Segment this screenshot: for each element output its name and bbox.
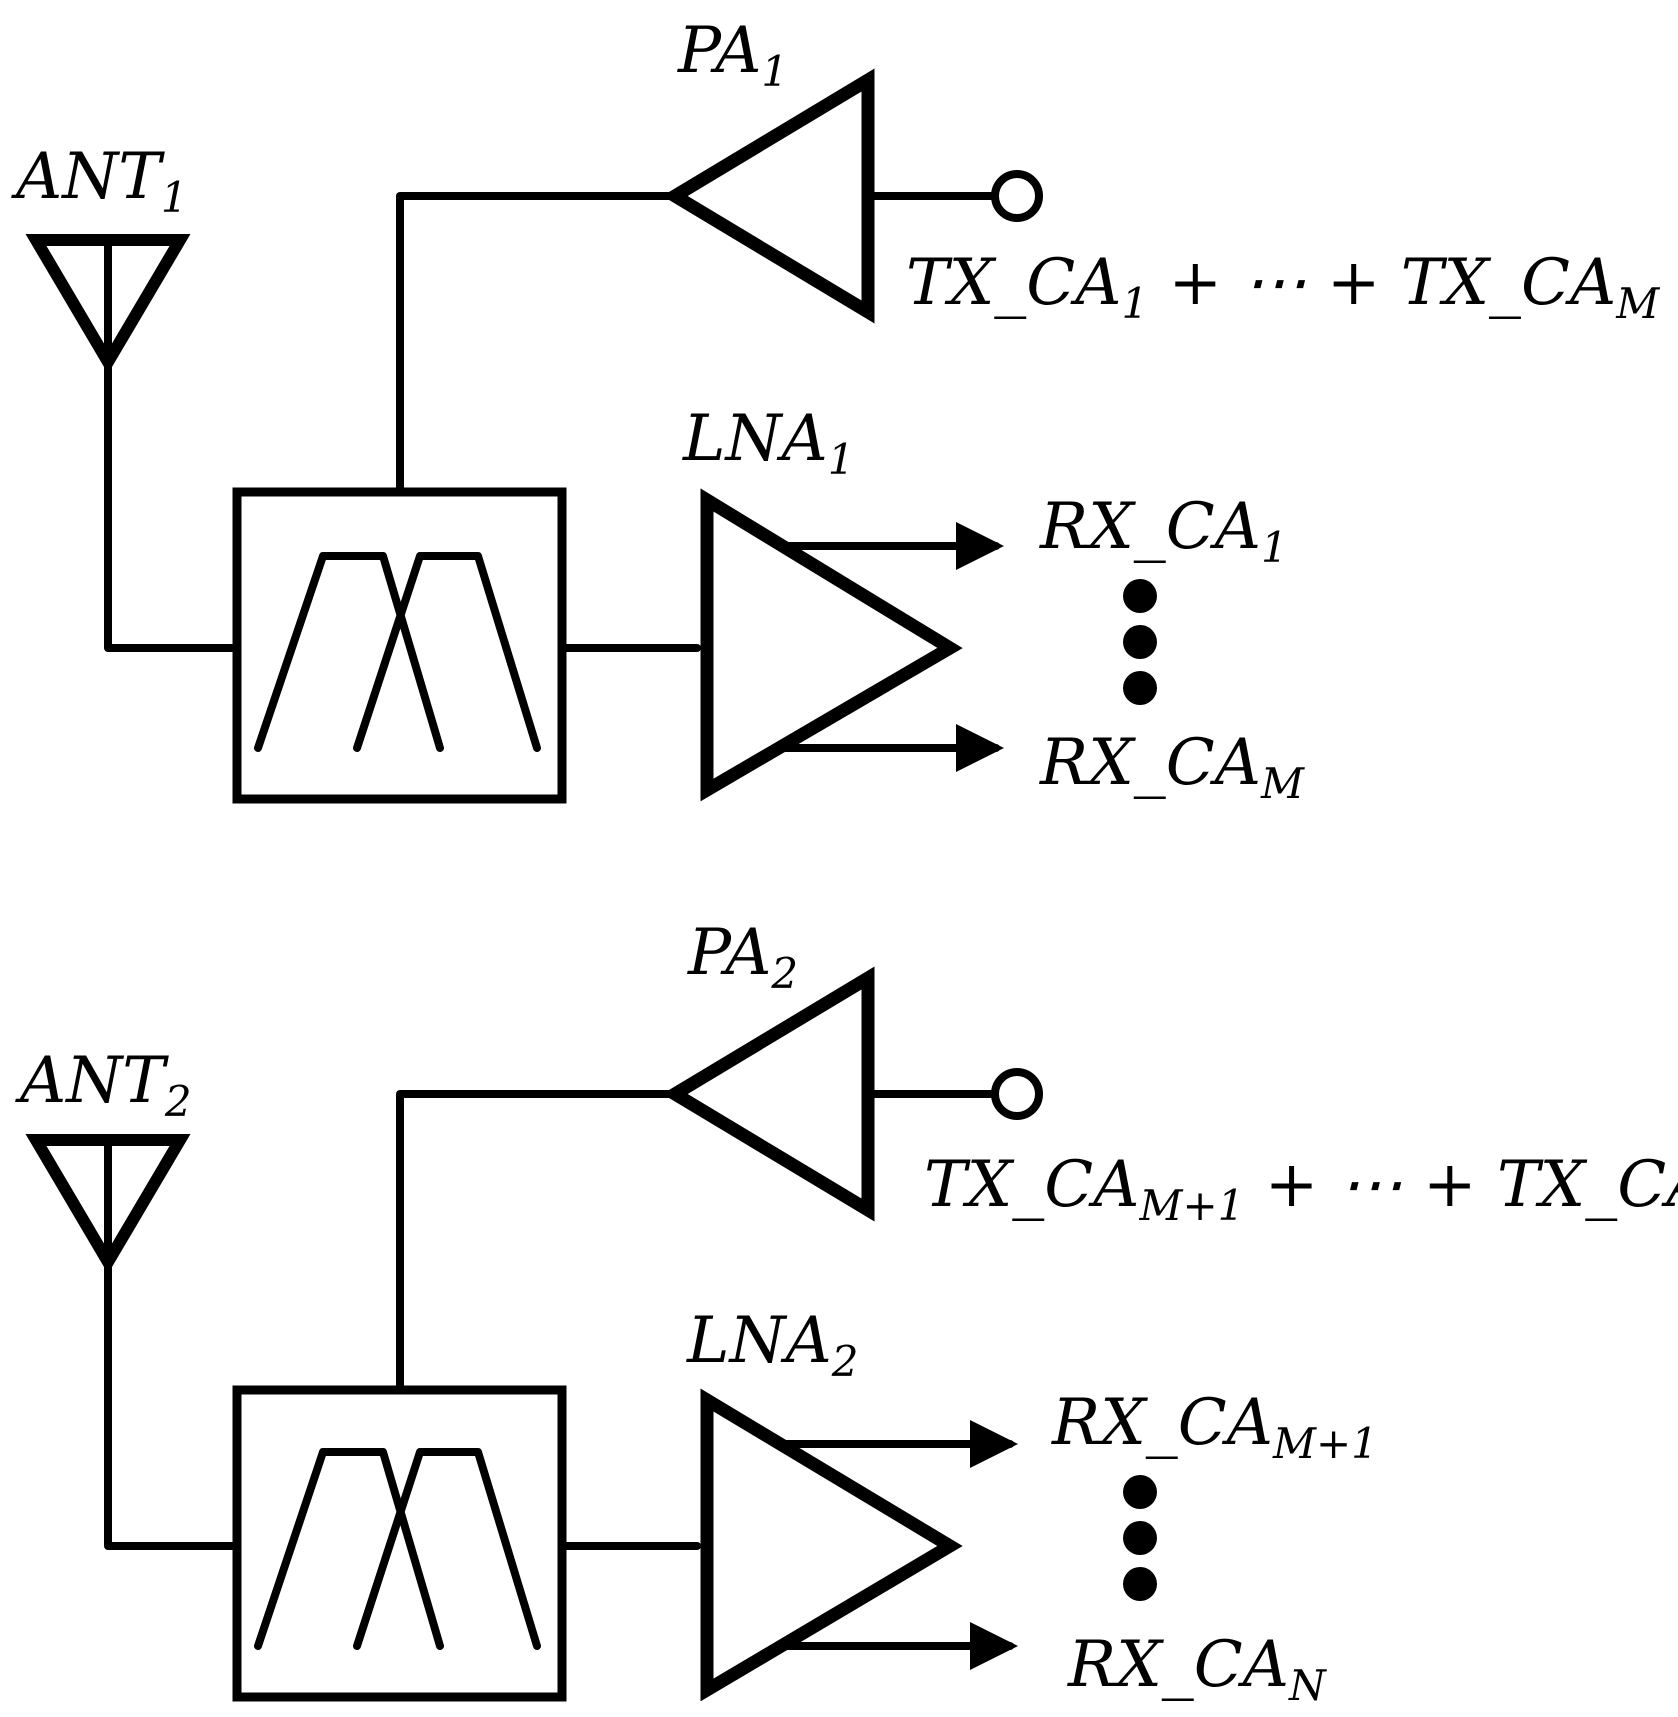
stage-1: ANT1 PA1 TX_CA1 + ⋯ + TX_CAM LNA1 RX_CA1… xyxy=(11,14,1660,808)
tx-input-port xyxy=(991,170,1043,222)
antenna-icon xyxy=(25,234,191,374)
power-amplifier-icon xyxy=(662,68,875,324)
rx-top-label: RX_CA1 xyxy=(1039,490,1288,572)
tx-sum-label: TX_CA1 + ⋯ + TX_CAM xyxy=(906,246,1660,328)
rx-bottom-label: RX_CAN xyxy=(1067,1628,1327,1710)
pa-label: PA1 xyxy=(677,14,788,96)
antenna-feed-wire xyxy=(104,1258,241,1550)
antenna-label: ANT1 xyxy=(11,140,188,222)
low-noise-amplifier-icon xyxy=(700,488,963,802)
rx-top-label: RX_CAM+1 xyxy=(1051,1386,1378,1468)
vertical-ellipsis-icon xyxy=(1123,579,1157,705)
lna-label: LNA2 xyxy=(686,1304,858,1386)
pa-output-wire xyxy=(396,1090,676,1394)
antenna-icon xyxy=(25,1134,191,1274)
tx-filter-icon xyxy=(254,552,444,752)
duplexer xyxy=(232,1385,567,1702)
stage-2: ANT2 PA2 TX_CAM+1 + ⋯ + TX_CAN LNA2 RX_C… xyxy=(15,916,1678,1710)
power-amplifier-icon xyxy=(662,966,875,1222)
duplexer xyxy=(232,487,567,804)
tx-sum-label: TX_CAM+1 + ⋯ + TX_CAN xyxy=(924,1148,1678,1230)
pa-label: PA2 xyxy=(687,916,798,998)
pa-output-wire xyxy=(396,192,676,496)
tx-filter-icon xyxy=(254,1448,444,1650)
rx-filter-icon xyxy=(353,1448,541,1650)
low-noise-amplifier-icon xyxy=(700,1388,963,1702)
rx-filter-icon xyxy=(353,552,541,752)
antenna-feed-wire xyxy=(104,358,241,652)
vertical-ellipsis-icon xyxy=(1123,1475,1157,1601)
rx-bottom-label: RX_CAM xyxy=(1039,726,1305,808)
antenna-label: ANT2 xyxy=(15,1044,192,1126)
tx-input-port xyxy=(991,1068,1043,1120)
lna-label: LNA1 xyxy=(682,402,854,484)
